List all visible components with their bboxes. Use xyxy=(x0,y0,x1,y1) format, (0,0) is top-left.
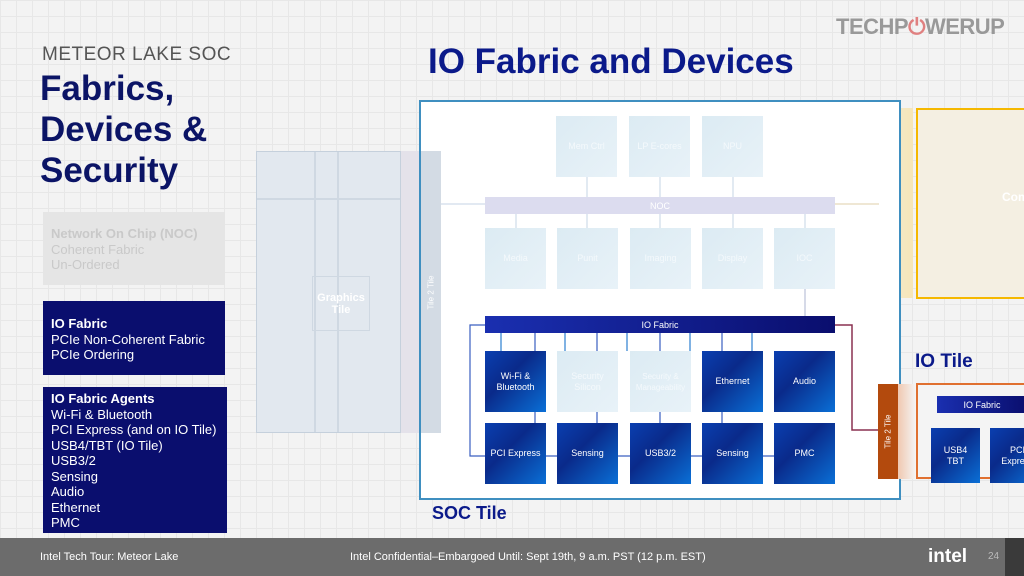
block-imaging: Imaging xyxy=(630,228,691,289)
agent-item: Ethernet xyxy=(51,499,101,515)
title-line: Security xyxy=(40,151,179,190)
block-mem-ctrl: Mem Ctrl xyxy=(556,116,617,177)
agents-heading: IO Fabric Agents xyxy=(51,391,155,406)
agent-item: PMC xyxy=(51,515,80,530)
block-ioc: IOC xyxy=(774,228,835,289)
block-audio: Audio xyxy=(774,351,835,412)
agent-item: PCI Express (and on IO Tile) xyxy=(51,422,217,437)
block-pci-express: PCI Express xyxy=(485,423,546,484)
block-pmc: PMC xyxy=(774,423,835,484)
agent-item: USB3/2 xyxy=(51,453,96,468)
footer-confidential: Intel Confidential–Embargoed Until: Sept… xyxy=(350,551,706,563)
noc-bar: NOC xyxy=(485,197,835,214)
block-wifi-bluetooth: Wi-Fi & Bluetooth xyxy=(485,351,546,412)
title-line: Devices & xyxy=(40,110,208,149)
io-fabric-bar: IO Fabric xyxy=(485,316,835,333)
block-usb32: USB3/2 xyxy=(630,423,691,484)
footer-event: Intel Tech Tour: Meteor Lake xyxy=(40,551,179,563)
agent-item: USB4/TBT (IO Tile) xyxy=(51,437,163,453)
io-fabric-heading: IO Fabric xyxy=(51,316,108,331)
block-media: Media xyxy=(485,228,546,289)
block-security-silicon: Security Silicon xyxy=(557,351,618,412)
page-number: 24 xyxy=(988,551,1000,562)
techpowerup-logo: TECHP⏻WERUP xyxy=(836,14,1005,39)
graphics-tile-edge xyxy=(401,151,421,433)
agent-item: Wi-Fi & Bluetooth xyxy=(51,406,153,422)
noc-line: Un-Ordered xyxy=(51,257,120,272)
noc-info-box: Network On Chip (NOC) Coherent Fabric Un… xyxy=(43,212,225,285)
tile2tile-io-glow xyxy=(898,384,916,479)
noc-heading: Network On Chip (NOC) xyxy=(51,226,198,241)
io-fabric-info-box: IO Fabric PCIe Non-Coherent Fabric PCIe … xyxy=(43,301,225,375)
agents-info-box: IO Fabric Agents Wi-Fi & Bluetooth PCI E… xyxy=(43,387,227,533)
block-lp-ecores: LP E-cores xyxy=(629,116,690,177)
title-line: Fabrics, xyxy=(40,69,175,108)
tile2tile-io: Tile 2 Tile xyxy=(878,384,898,479)
block-security-manageability: Security & Manageability xyxy=(630,351,691,412)
soc-tile-label: SOC Tile xyxy=(432,503,507,523)
io-tile-label: IO Tile xyxy=(915,351,973,372)
block-ethernet: Ethernet xyxy=(702,351,763,412)
block-sensing: Sensing xyxy=(557,423,618,484)
io-fabric-line: PCIe Non-Coherent Fabric xyxy=(51,331,205,347)
block-npu: NPU xyxy=(702,116,763,177)
intel-logo: intel xyxy=(928,546,968,567)
graphics-tile xyxy=(256,151,401,433)
block-punit: Punit xyxy=(557,228,618,289)
io-fabric-line: PCIe Ordering xyxy=(51,347,135,362)
block-sensing-2: Sensing xyxy=(702,423,763,484)
graphics-tile-label: Graphics Tile xyxy=(312,276,370,331)
agent-item: Audio xyxy=(51,484,85,499)
slide-title: Fabrics, Devices & Security xyxy=(40,68,207,191)
diagram-title: IO Fabric and Devices xyxy=(428,42,794,81)
agent-item: Sensing xyxy=(51,468,98,484)
footer-edge xyxy=(1005,538,1024,576)
io-tile-fabric-bar: IO Fabric xyxy=(937,396,1024,413)
slide-subtitle: METEOR LAKE SOC xyxy=(42,44,232,65)
block-io-pci-express: PCI Express xyxy=(990,428,1024,483)
compute-tile: Compute Tile xyxy=(916,108,1024,299)
block-usb4-tbt: USB4 TBT xyxy=(931,428,980,483)
block-display: Display xyxy=(702,228,763,289)
footer: Intel Tech Tour: Meteor Lake Intel Confi… xyxy=(0,538,1024,576)
noc-line: Coherent Fabric xyxy=(51,241,145,257)
tile2tile-graphics: Tile 2 Tile xyxy=(421,151,441,433)
